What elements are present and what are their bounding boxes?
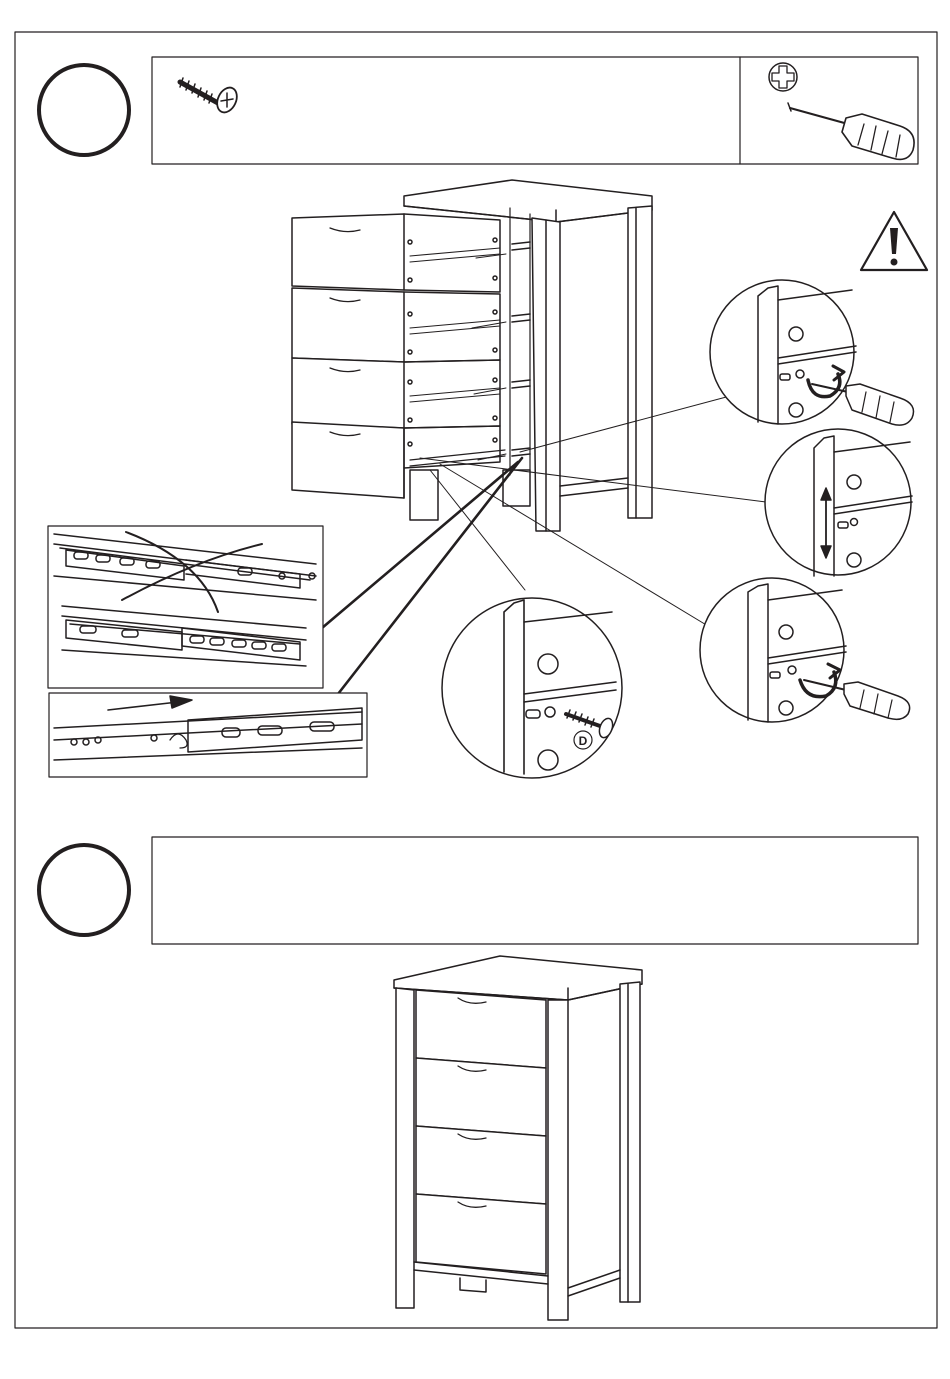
step-1 xyxy=(39,57,918,164)
screw-icon xyxy=(180,78,241,116)
phillips-head-icon xyxy=(769,63,797,91)
zoom-detail-tighten-bottom xyxy=(700,578,910,722)
step-1-number-circle xyxy=(39,65,129,155)
drawer-3 xyxy=(292,358,500,428)
zoom-detail-insert-screw: D xyxy=(442,598,622,778)
step-2-parts-box xyxy=(152,837,918,944)
rail-detail-incorrect xyxy=(48,526,323,688)
screwdriver-icon xyxy=(788,103,914,159)
drawer-1 xyxy=(292,214,500,292)
screw-d-label: D xyxy=(579,734,588,748)
warning-icon xyxy=(861,212,927,270)
finished-drawer-4 xyxy=(416,1194,546,1274)
cabinet-exploded-view xyxy=(292,180,652,531)
zoom-detail-adjust xyxy=(765,429,912,576)
finished-cabinet xyxy=(394,956,642,1320)
drawer-4 xyxy=(292,422,505,498)
finished-drawer-2 xyxy=(416,1058,546,1136)
rail-detail-push-in xyxy=(49,693,367,777)
step-2-number-circle xyxy=(39,845,129,935)
zoom-detail-tighten-top xyxy=(710,280,914,425)
finished-drawer-1 xyxy=(416,990,546,1068)
drawer-2 xyxy=(292,288,500,362)
finished-drawer-3 xyxy=(416,1126,546,1204)
step-2 xyxy=(39,837,918,944)
